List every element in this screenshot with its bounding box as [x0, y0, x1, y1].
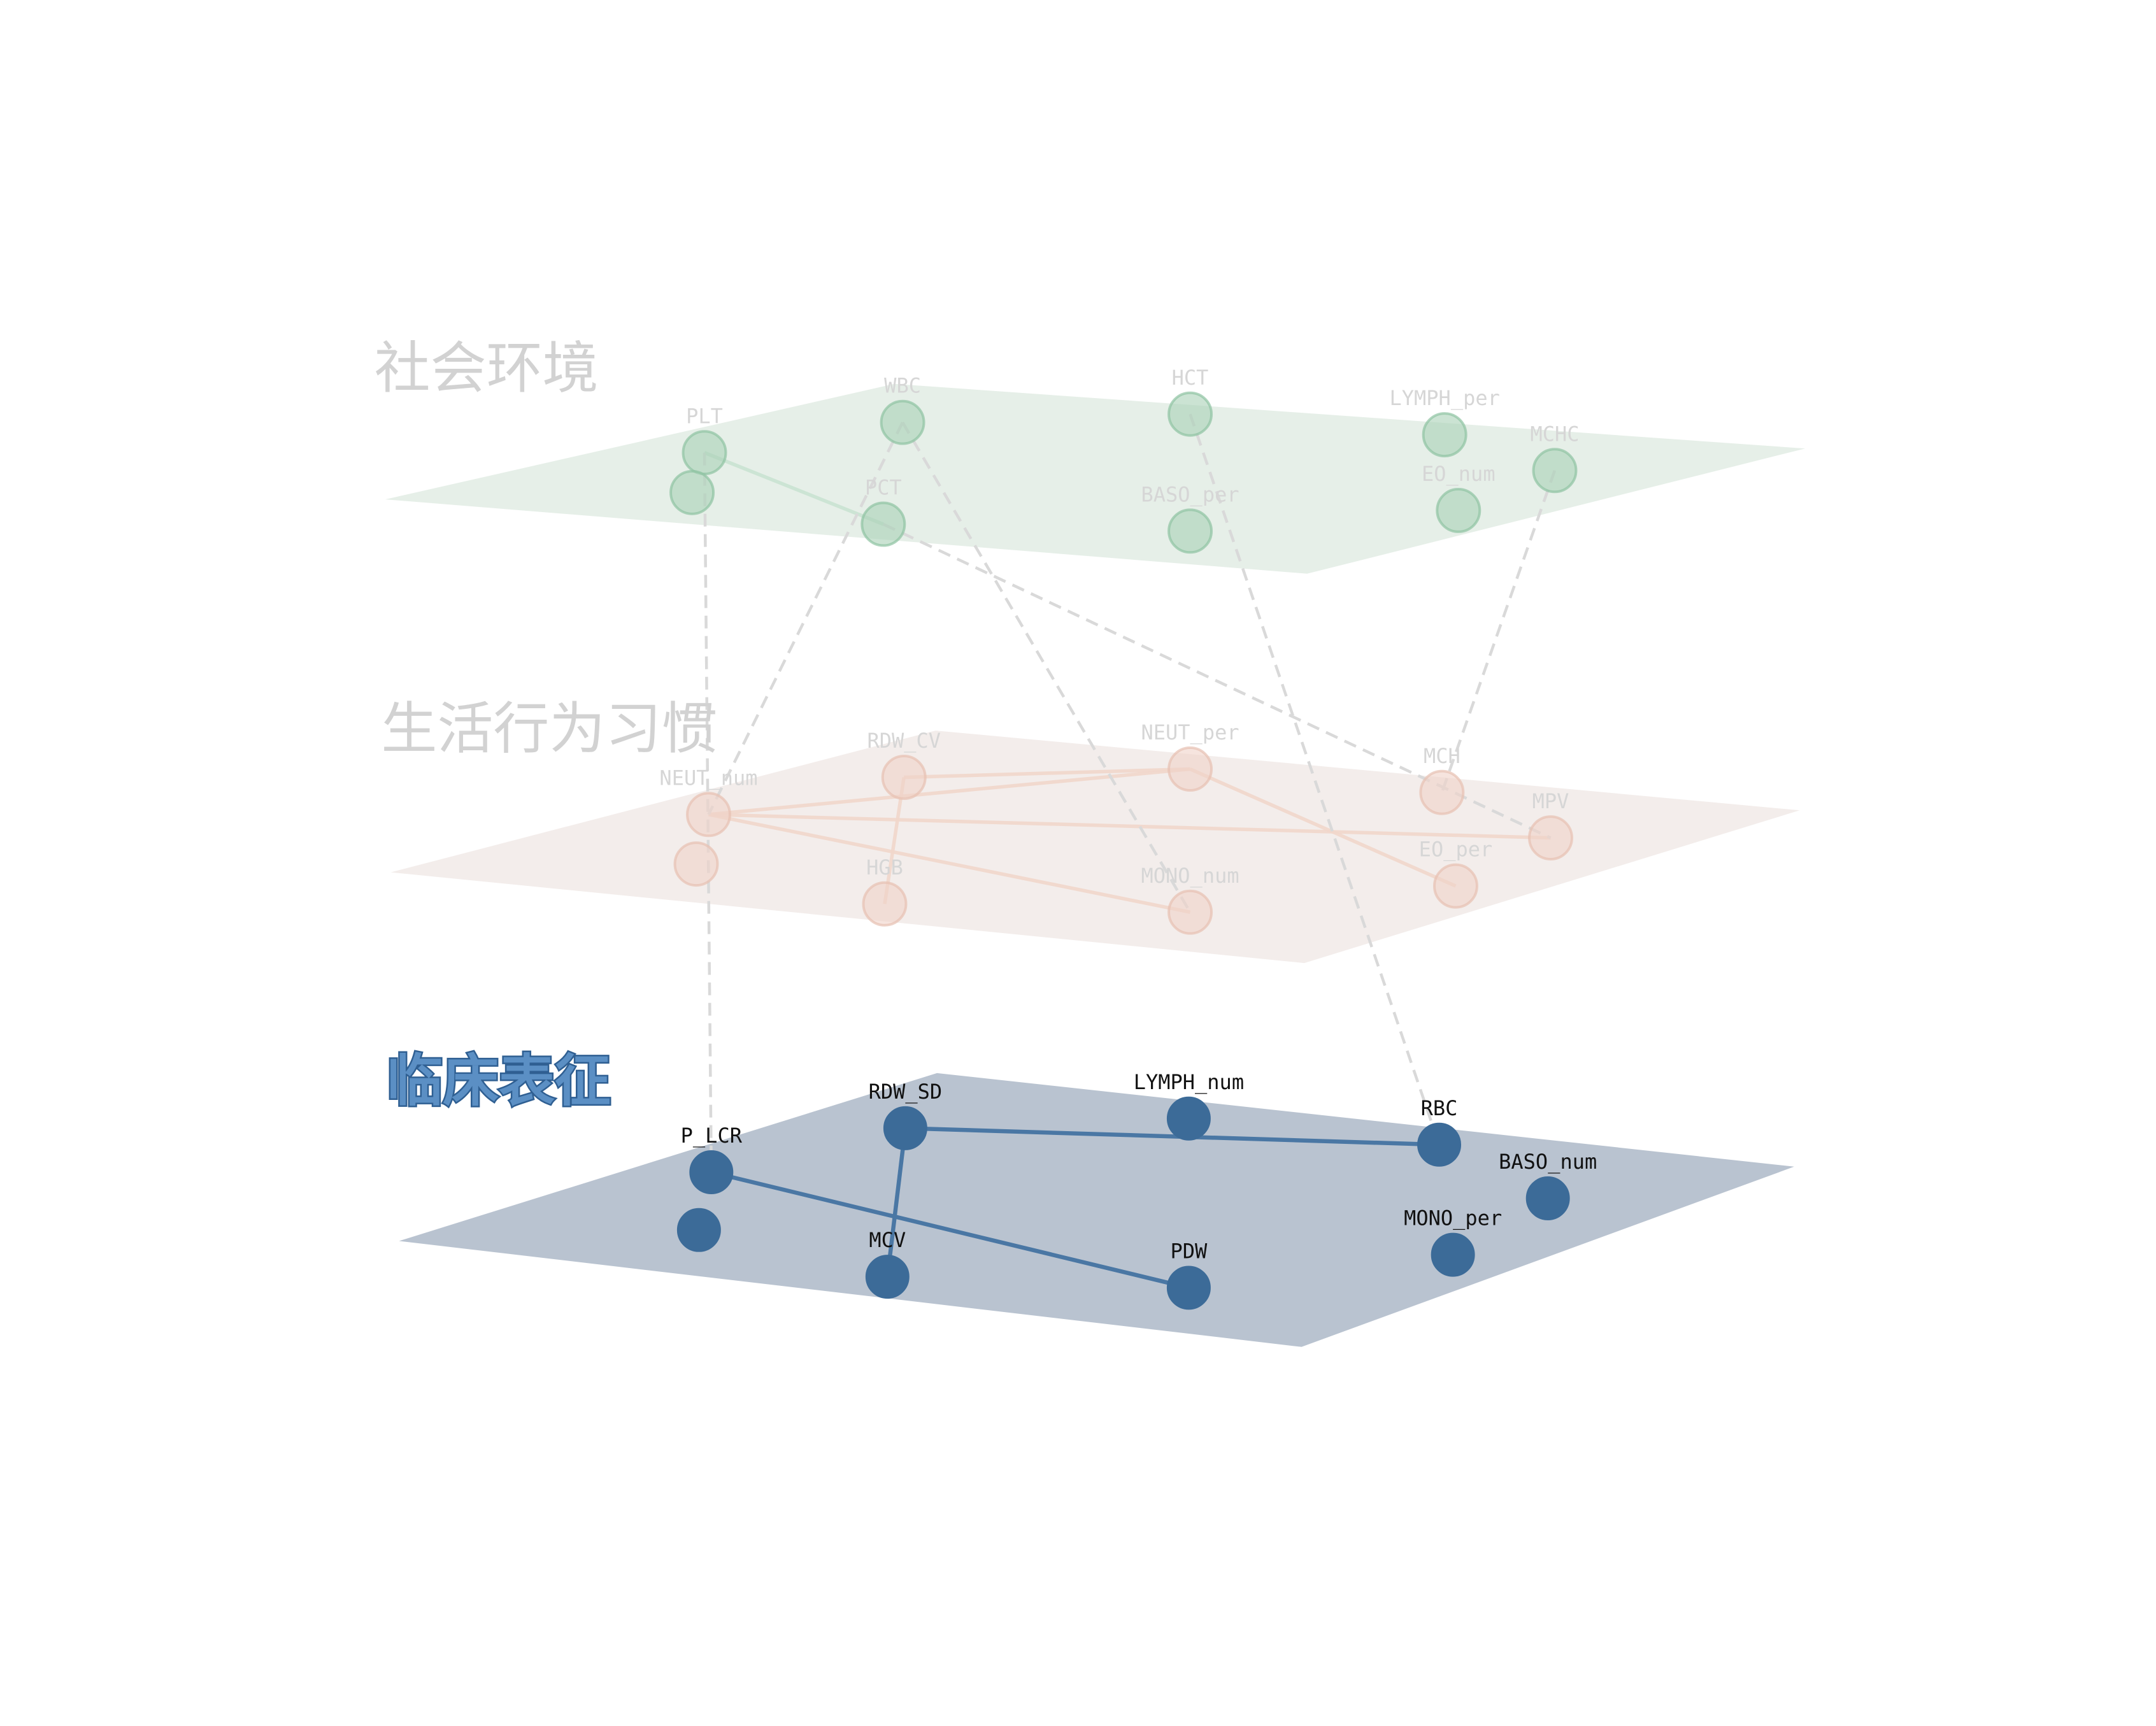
plane-social — [385, 383, 1806, 574]
node-label-MPV: MPV — [1532, 789, 1569, 813]
node-BASO_num — [1525, 1176, 1570, 1220]
node-label-MCV: MCV — [869, 1228, 906, 1252]
node-RBC — [1417, 1122, 1462, 1167]
node-NEUT_num — [686, 792, 731, 838]
layer-title-lifestyle: 生活行为习惯 — [381, 695, 717, 761]
node-P_LCR — [689, 1150, 734, 1194]
node-NEUT_per — [1167, 746, 1213, 792]
node-MCHC — [1532, 448, 1578, 494]
layer-title-clinical: 临床表征 — [387, 1048, 611, 1113]
node-LYMPH_num — [1166, 1096, 1211, 1141]
inter-edge-MCHC-MCH — [1440, 470, 1557, 794]
node-label-WBC: WBC — [884, 374, 921, 398]
node-MONO_per — [1431, 1232, 1475, 1277]
node-label-MCH: MCH — [1424, 744, 1460, 768]
node-RDW_CV — [881, 755, 927, 800]
node-MONO_num — [1167, 889, 1213, 935]
node-MPV — [1528, 815, 1574, 861]
node-RDW_SD — [883, 1106, 927, 1150]
node-label-LYMPH_per: LYMPH_per — [1389, 386, 1499, 410]
node-S_unlabeled — [669, 469, 715, 515]
node-label-MCHC: MCHC — [1530, 422, 1579, 446]
node-EO_per — [1432, 863, 1478, 909]
node-MCH — [1419, 769, 1465, 815]
node-HGB — [862, 881, 908, 927]
intra-layer-edges — [703, 451, 1551, 1290]
node-label-EO_num: EO_num — [1422, 462, 1496, 486]
inter-edge-WBC-NEUT_num — [707, 422, 904, 815]
node-label-MONO_num: MONO_num — [1141, 864, 1239, 888]
layer-title-social: 社会环境 — [375, 335, 599, 401]
node-label-RDW_CV: RDW_CV — [867, 729, 941, 753]
node-label-PLT: PLT — [686, 404, 723, 428]
node-HCT — [1167, 391, 1213, 437]
node-EO_num — [1436, 487, 1481, 533]
node-label-RBC: RBC — [1421, 1096, 1458, 1120]
plane-lifestyle — [390, 731, 1800, 964]
node-label-BASO_num: BASO_num — [1499, 1150, 1597, 1174]
edge-RDW_SD-RBC — [905, 1126, 1439, 1147]
node-label-HCT: HCT — [1172, 366, 1209, 390]
edge-NEUT_num-MPV — [708, 813, 1551, 840]
node-label-P_LCR: P_LCR — [681, 1123, 743, 1148]
node-BASO_per — [1167, 508, 1213, 554]
node-label-NEUT_num: NEUT_num — [659, 766, 757, 790]
edge-RDW_CV-NEUT_per — [904, 767, 1190, 780]
node-PLT — [682, 430, 727, 476]
plane-clinical — [399, 1073, 1794, 1347]
edge-NEUT_num-MONO_num — [708, 813, 1191, 914]
edge-RDW_SD-MCV — [885, 1127, 908, 1278]
node-label-PCT: PCT — [865, 476, 902, 500]
node-label-BASO_per: BASO_per — [1141, 482, 1239, 506]
node-L_unlabeled — [673, 841, 719, 887]
inter-edge-PLT-P_LCR — [703, 452, 713, 1173]
layer-planes — [385, 383, 1806, 1347]
node-label-MONO_per: MONO_per — [1404, 1206, 1502, 1230]
node-label-RDW_SD: RDW_SD — [869, 1080, 943, 1104]
node-label-EO_per: EO_per — [1419, 838, 1493, 862]
node-label-LYMPH_num: LYMPH_num — [1134, 1070, 1244, 1094]
edge-PLT-PCT — [703, 451, 884, 526]
node-label-PDW: PDW — [1170, 1239, 1208, 1263]
network-nodes — [669, 391, 1578, 1310]
node-WBC — [880, 399, 925, 445]
inter-edge-HCT-RBC — [1189, 413, 1441, 1145]
node-label-NEUT_per: NEUT_per — [1141, 720, 1239, 745]
node-PCT — [860, 501, 906, 547]
node-C_unlabeled — [676, 1208, 721, 1252]
inter-edge-WBC-MONO_num — [901, 422, 1192, 913]
node-MCV — [865, 1255, 910, 1299]
node-label-HGB: HGB — [866, 855, 903, 880]
edge-P_LCR-PDW — [711, 1170, 1190, 1290]
node-PDW — [1166, 1266, 1211, 1310]
node-LYMPH_per — [1422, 412, 1467, 458]
edge-NEUT_per-EO_per — [1189, 767, 1457, 888]
